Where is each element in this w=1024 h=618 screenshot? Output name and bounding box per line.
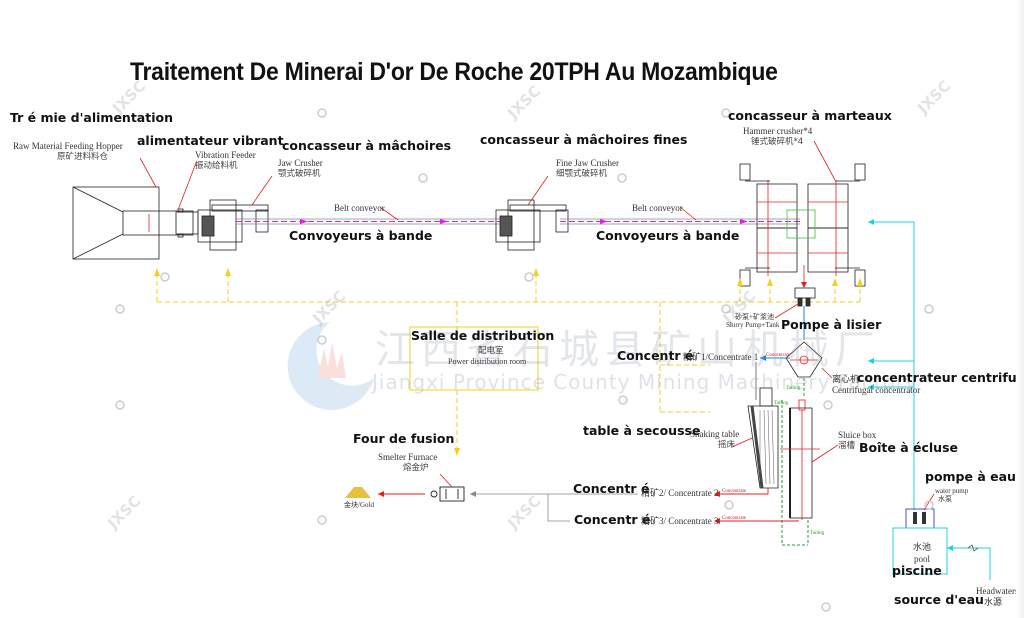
fine-jaw-fr-label: concasseur à mâchoires fines xyxy=(480,132,688,147)
hopper-zh-label: 原矿进料料仓 xyxy=(57,152,109,162)
factory-logo-watermark xyxy=(287,322,374,410)
concentrate1-fr-label: Concentr é xyxy=(617,348,694,363)
gold-icon xyxy=(345,487,371,498)
page-title: Traitement De Minerai D'or De Roche 20TP… xyxy=(130,58,778,86)
fine-jaw-en-label: Fine Jaw Crusher xyxy=(556,158,619,168)
water-pump xyxy=(905,508,935,529)
slurry-en-label: Slurry Pump+Tank xyxy=(726,321,780,329)
belt1-leader-line xyxy=(379,206,399,221)
slurry-leader-line xyxy=(774,303,799,319)
smelter-furnace xyxy=(430,486,465,502)
sluice-box xyxy=(780,399,820,520)
hammer-en-label: Hammer crusher*4 xyxy=(743,126,813,136)
shaking-leader-line xyxy=(731,437,753,448)
shaking-en-label: Shaking table xyxy=(690,429,740,439)
centrifugal-concentrator xyxy=(785,341,823,378)
slurry-pump xyxy=(794,287,816,307)
feeder-fr-label: alimentateur vibrant xyxy=(137,133,284,148)
concentrate3-label: 精矿3/ Concentrate 3 xyxy=(641,516,719,526)
centrifuge-en-label: Centrifugal concentrator xyxy=(832,385,921,395)
hammer-zh-label: 锤式破碎机*4 xyxy=(751,137,804,147)
jaw-crusher xyxy=(197,199,269,251)
hopper-fr-label: Tr é mie d'alimentation xyxy=(10,110,173,125)
fine-jaw-leader-line xyxy=(527,175,549,206)
jaw-crusher-en-label: Jaw Crusher xyxy=(278,158,323,168)
smelter-leader-line xyxy=(439,473,453,488)
hopper-leader-line xyxy=(139,157,157,188)
fine-jaw-crusher xyxy=(495,199,569,251)
feeder-leader-line xyxy=(177,162,197,211)
watermark-marks xyxy=(115,108,934,612)
belt2-en-label: Belt conveyor xyxy=(632,203,683,213)
water-lines xyxy=(868,221,991,580)
jaw-crusher-leader-line xyxy=(251,175,273,206)
concentrate3-fr-label: Concentr é xyxy=(574,512,651,527)
water-pump-zh-label: 水泵 xyxy=(938,495,952,503)
water-pump-fr-label: pompe à eau xyxy=(925,469,1016,484)
belt1-en-label: Belt conveyor xyxy=(334,203,385,213)
belt-conveyor-1 xyxy=(236,218,500,225)
centrifuge-zh-label: 离心机 xyxy=(832,374,860,384)
belt-conveyor-2 xyxy=(560,218,800,225)
concentrate-lines xyxy=(716,488,799,522)
pool-tank xyxy=(892,527,948,575)
centrifuge-leader-line xyxy=(821,367,833,379)
slurry-zh-label: 砂泵+矿浆池 xyxy=(735,313,774,321)
shaking-table xyxy=(747,387,779,489)
vibration-feeder xyxy=(175,208,199,238)
concentrate2-label: 精矿2/ Concentrate 2 xyxy=(641,488,719,498)
shaking-zh-label: 摇床 xyxy=(718,440,736,450)
slurry-fr-label: Pompe à lisier xyxy=(781,317,882,332)
headwaters-zh-label: 水源 xyxy=(984,597,1003,607)
concentrate-flow-label: Concentrate xyxy=(722,516,747,521)
hopper-en-label: Raw Material Feeding Hopper xyxy=(13,141,123,151)
hammer-fr-label: concasseur à marteaux xyxy=(728,108,892,123)
jaw-crusher-fr-label: concasseur à mâchoires xyxy=(282,138,452,153)
hammer-crushers xyxy=(739,163,866,287)
belt1-fr-label: Convoyeurs à bande xyxy=(289,228,433,243)
distribution-fr-label: Salle de distribution xyxy=(411,328,555,343)
jaw-crusher-zh-label: 颚式破碎机 xyxy=(278,169,321,179)
hammer-leader-line xyxy=(813,140,836,181)
tailing-lines xyxy=(781,400,809,546)
concentrate2-fr-label: Concentr é xyxy=(573,481,650,496)
gold-label: 金块/Gold xyxy=(344,501,374,509)
belt2-fr-label: Convoyeurs à bande xyxy=(596,228,740,243)
distribution-en-label: Power distribution room xyxy=(448,357,527,366)
concentrate-flow-label: Concentrate xyxy=(766,353,791,358)
headwaters-fr-label: source d'eau xyxy=(894,592,984,607)
concentrate1-label: 精矿1/Concentrate 1 xyxy=(683,352,759,362)
smelter-en-label: Smelter Furnace xyxy=(378,452,438,462)
concentrate-flow-label: Concentrate xyxy=(722,489,747,494)
shaking-fr-label: table à secousse xyxy=(583,423,701,438)
centrifuge-fr-label: concentrateur centrifuge xyxy=(857,370,1024,385)
sluice-leader-line xyxy=(811,444,839,463)
fine-jaw-zh-label: 细颚式破碎机 xyxy=(556,169,608,179)
tailing-flow-label: Tailing xyxy=(774,401,789,406)
pool-fr-label: piscine xyxy=(892,563,942,578)
power-arrows xyxy=(154,268,863,456)
distribution-zh-label: 配电室 xyxy=(478,346,504,356)
feeding-hopper xyxy=(72,186,194,260)
to-smelter-lines xyxy=(470,493,638,522)
watermark-english: Jiangxi Province County Mining Machinery… xyxy=(372,370,918,394)
sluice-zh-label: 溜槽 xyxy=(838,441,856,451)
pool-zh-label: 水池 xyxy=(913,542,932,552)
water-pump-en-label: water pump xyxy=(935,487,969,495)
sluice-en-label: Sluice box xyxy=(838,430,877,440)
smelter-zh-label: 熔金炉 xyxy=(403,463,429,473)
tailing-flow-label: Tailing xyxy=(810,531,825,536)
smelter-fr-label: Four de fusion xyxy=(353,431,455,446)
headwaters-en-label: Headwaters xyxy=(976,586,1019,596)
page-edge-shadow xyxy=(1016,0,1024,618)
feeder-en-label: Vibration Feeder xyxy=(195,150,256,160)
belt2-leader-line xyxy=(679,206,697,221)
watermark-chinese: 江西省石城县矿山机械厂 xyxy=(375,327,881,373)
pool-en-label: pool xyxy=(914,554,931,564)
tailing-flow-label: Tailing xyxy=(786,386,801,391)
feeder-zh-label: 振动给料机 xyxy=(195,161,238,171)
sluice-fr-label: Boîte à écluse xyxy=(859,440,958,455)
